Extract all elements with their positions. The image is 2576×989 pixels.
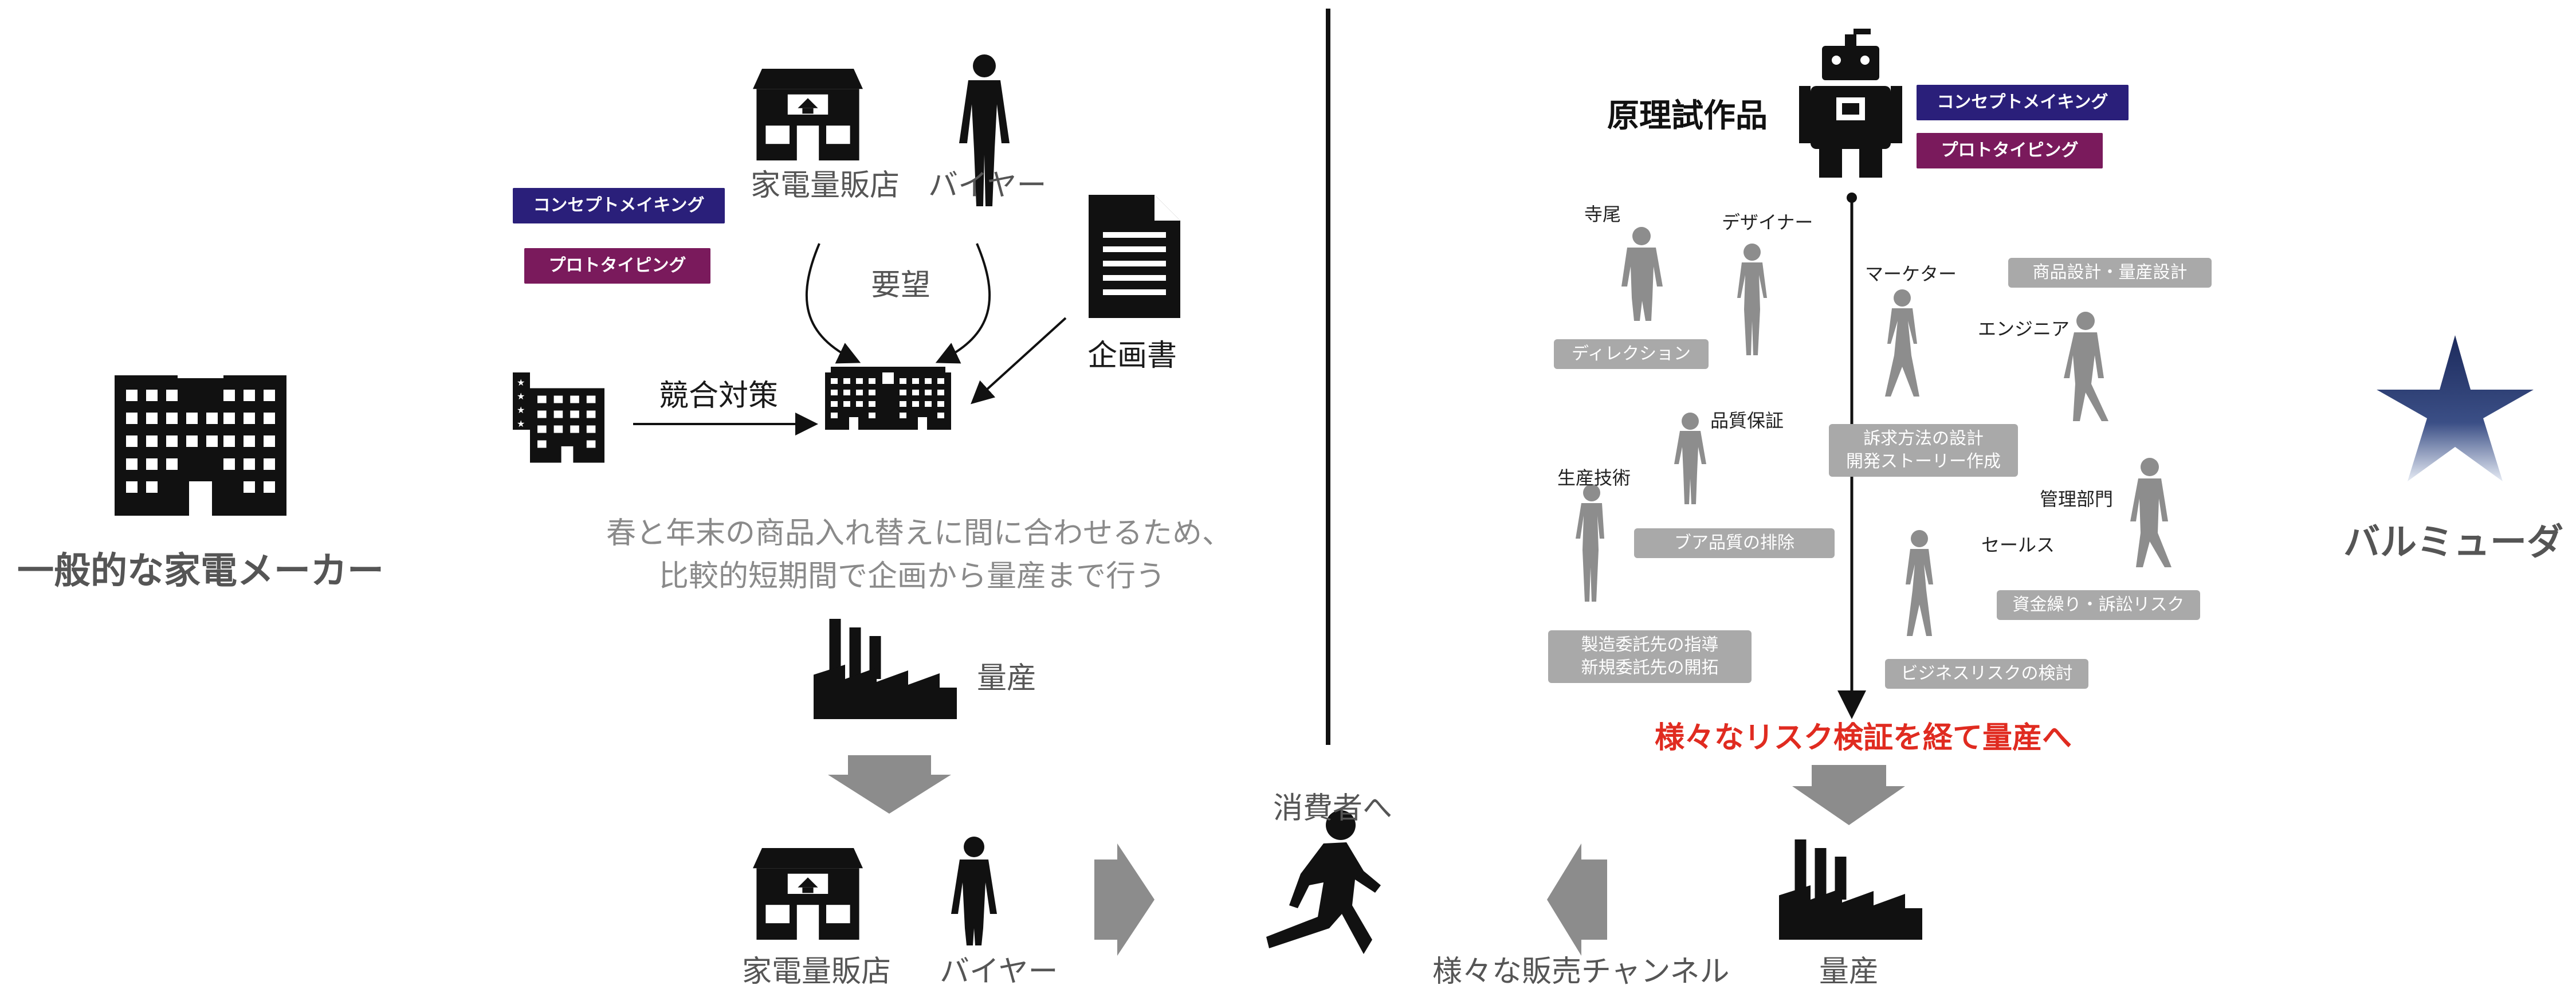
concept-making-tag: コンセプトメイキング	[513, 188, 725, 223]
right-company-label: バルミューダ	[2343, 521, 2563, 564]
caption-line-1: 春と年末の商品入れ替えに間に合わせるため、	[606, 516, 1232, 551]
buyer-icon	[959, 54, 1010, 206]
role-sales: セールス	[1981, 534, 2055, 556]
task-production-line-1: 製造委託先の指導	[1581, 635, 1719, 655]
caption-line-2: 比較的短期間で企画から量産まで行う	[659, 559, 1166, 594]
plan-arrow	[971, 317, 1067, 405]
prototyping-tag: プロトタイピング	[524, 248, 710, 284]
down-arrow-right	[1792, 765, 1905, 825]
task-production-line-2: 新規委託先の開拓	[1581, 658, 1719, 678]
task-appeal: 訴求方法の設計 開発ストーリー作成	[1829, 424, 2018, 477]
competition-label: 競合対策	[659, 379, 779, 413]
role-marketer: マーケター	[1865, 263, 1957, 285]
plan-document-label: 企画書	[1087, 339, 1177, 373]
terao-figure-icon	[1621, 227, 1663, 321]
role-engineer: エンジニア	[1978, 318, 2070, 340]
competitor-building-icon: ★ ★ ★ ★	[513, 372, 604, 463]
bottom-retailer-label: 家電量販店	[742, 955, 892, 989]
right-factory-icon	[1779, 839, 1922, 940]
svg-text:★: ★	[517, 391, 525, 402]
consumer-running-icon	[1266, 810, 1381, 954]
role-production: 生産技術	[1557, 467, 1631, 489]
svg-text:★: ★	[517, 377, 525, 388]
risk-caption: 様々なリスク検証を経て量産へ	[1655, 721, 2072, 755]
task-quality: ブア品質の排除	[1634, 528, 1835, 558]
star-logo-icon	[2377, 335, 2534, 481]
retailer-store-icon	[753, 69, 863, 160]
prototype-label: 原理試作品	[1607, 97, 1768, 135]
bottom-retailer-store-icon	[753, 848, 863, 940]
task-production: 製造委託先の指導 新規委託先の開拓	[1548, 630, 1752, 683]
task-finance: 資金繰り・訴訟リスク	[1997, 590, 2200, 620]
task-appeal-line-2: 開発ストーリー作成	[1846, 452, 2001, 472]
production-figure-icon	[1576, 484, 1604, 602]
request-arrow-right	[935, 243, 991, 364]
right-mass-production-label: 量産	[1819, 955, 1879, 989]
role-quality: 品質保証	[1710, 410, 1784, 431]
role-designer: デザイナー	[1722, 211, 1813, 233]
consumer-label: 消費者へ	[1273, 791, 1393, 826]
task-appeal-line-1: 訴求方法の設計	[1863, 429, 1984, 449]
management-figure-icon	[2130, 458, 2171, 567]
sales-channels-label: 様々な販売チャンネル	[1432, 955, 1730, 989]
request-arrow-left	[805, 243, 861, 364]
bottom-buyer-icon	[951, 837, 997, 945]
task-direction: ディレクション	[1554, 339, 1709, 369]
bottom-buyer-label: バイヤー	[940, 955, 1058, 989]
designer-figure-icon	[1737, 244, 1767, 355]
down-arrow-left	[828, 755, 951, 814]
role-terao: 寺尾	[1584, 203, 1621, 225]
robot-icon	[1799, 29, 1902, 178]
left-arrow	[1547, 843, 1607, 956]
right-concept-making-tag: コンセプトメイキング	[1917, 85, 2129, 120]
svg-text:★: ★	[517, 418, 525, 429]
manufacturer-building-icon	[825, 367, 951, 430]
plan-document-icon	[1089, 195, 1180, 318]
svg-text:★: ★	[517, 405, 525, 415]
task-product-design: 商品設計・量産設計	[2008, 258, 2212, 288]
right-arrow	[1094, 843, 1155, 956]
right-prototyping-tag: プロトタイピング	[1917, 133, 2103, 168]
company-building-icon	[115, 367, 286, 516]
marketer-figure-icon	[1885, 289, 1919, 397]
engineer-figure-icon	[2064, 312, 2108, 421]
request-label: 要望	[871, 268, 931, 303]
retailer-label: 家電量販店	[751, 168, 900, 203]
role-management: 管理部門	[2040, 488, 2114, 510]
sales-figure-icon	[1906, 530, 1933, 636]
quality-figure-icon	[1674, 413, 1706, 504]
factory-icon	[814, 619, 957, 719]
buyer-label: バイヤー	[928, 168, 1047, 203]
left-company-label: 一般的な家電メーカー	[17, 550, 384, 592]
task-business-risk: ビジネスリスクの検討	[1885, 659, 2088, 689]
mass-production-label: 量産	[977, 661, 1037, 696]
